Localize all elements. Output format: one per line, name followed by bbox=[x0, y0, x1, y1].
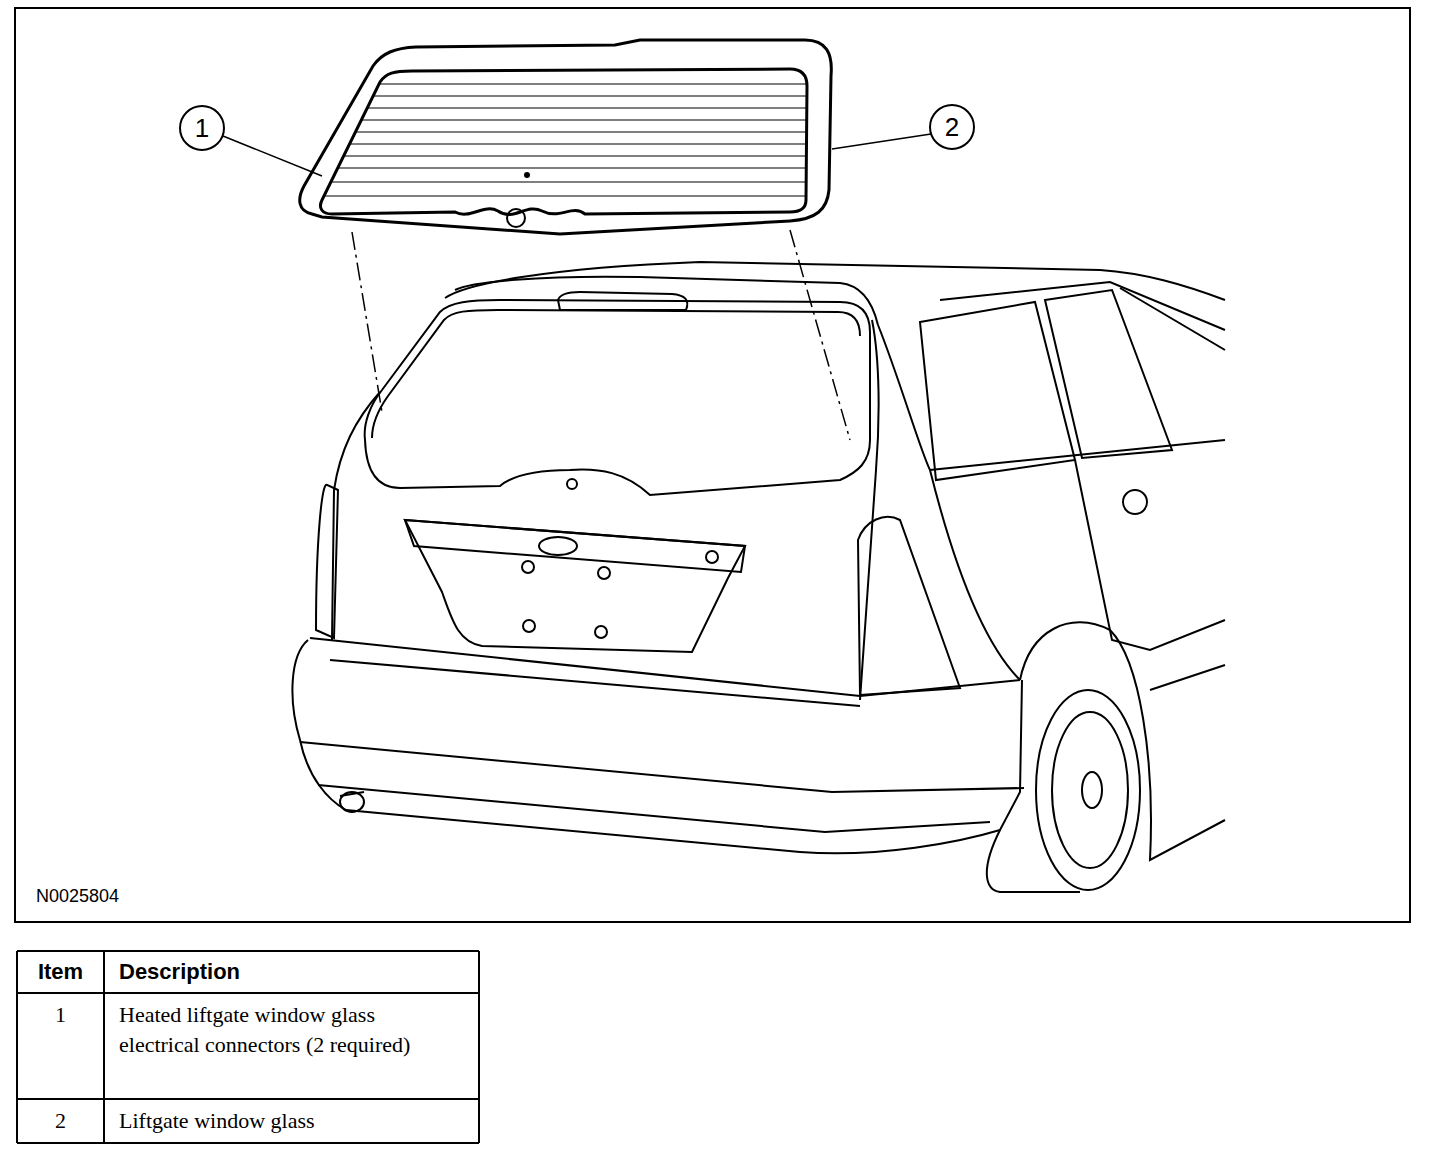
callout-circle bbox=[180, 106, 224, 150]
sensor-dot bbox=[524, 172, 530, 178]
screw bbox=[595, 626, 607, 638]
table-rule bbox=[17, 1098, 479, 1100]
callout-circle bbox=[930, 105, 974, 149]
wiper-hole bbox=[507, 209, 525, 227]
heater-line bbox=[300, 181, 820, 182]
bumper-line bbox=[318, 785, 990, 832]
heater-lines bbox=[300, 84, 820, 196]
tail-lamp bbox=[858, 517, 960, 695]
license-recess bbox=[405, 520, 745, 652]
window-glass bbox=[300, 40, 832, 234]
heated-grid-area bbox=[320, 69, 807, 215]
item-description: Liftgate window glass bbox=[119, 1106, 449, 1136]
figure-number: N0025804 bbox=[36, 885, 119, 907]
heater-line bbox=[300, 107, 820, 108]
roof-rail bbox=[940, 282, 1225, 330]
heater-line bbox=[300, 95, 820, 96]
tail-lamp bbox=[316, 485, 338, 638]
table-rule bbox=[17, 950, 479, 952]
bumper bbox=[292, 640, 1022, 853]
table-rule bbox=[16, 951, 18, 1143]
table-rule bbox=[478, 951, 480, 1143]
screw bbox=[706, 551, 718, 563]
wheel bbox=[1036, 690, 1140, 890]
leader-line bbox=[223, 136, 322, 176]
heater-line bbox=[300, 167, 820, 168]
callout-number: 2 bbox=[945, 112, 959, 142]
screw bbox=[523, 620, 535, 632]
table-header: Item bbox=[38, 958, 83, 986]
exhaust-pipe bbox=[340, 792, 364, 812]
item-description: Heated liftgate window glass electrical … bbox=[119, 1000, 449, 1060]
brake-lamp bbox=[558, 292, 687, 310]
install-line bbox=[352, 232, 382, 412]
vehicle bbox=[292, 262, 1225, 892]
table-rule bbox=[103, 951, 105, 1143]
heater-line bbox=[300, 131, 820, 132]
tire bbox=[987, 830, 1080, 892]
heater-line bbox=[300, 155, 820, 156]
door-line bbox=[1075, 460, 1225, 650]
callout-number: 1 bbox=[195, 113, 209, 143]
liftgate-opening bbox=[365, 300, 870, 495]
item-number: 2 bbox=[55, 1106, 66, 1136]
rim bbox=[1052, 712, 1128, 868]
liftgate-side bbox=[332, 392, 380, 640]
door-window bbox=[1045, 290, 1172, 458]
screw bbox=[598, 567, 610, 579]
heater-line bbox=[300, 195, 820, 196]
hub bbox=[1082, 772, 1102, 808]
heater-line bbox=[300, 143, 820, 144]
opening-flange bbox=[372, 310, 860, 438]
belt-line bbox=[930, 440, 1225, 470]
rocker-line bbox=[1150, 665, 1225, 690]
wheel-arch bbox=[1020, 622, 1225, 860]
window-frame bbox=[1120, 288, 1225, 350]
heater-line bbox=[300, 83, 820, 84]
bumper-line bbox=[300, 742, 1024, 792]
screw bbox=[522, 561, 534, 573]
heater-line bbox=[300, 119, 820, 120]
exhaust-pipe bbox=[340, 792, 364, 796]
table-rule bbox=[17, 1142, 479, 1144]
liftgate-side bbox=[860, 320, 879, 700]
install-line bbox=[790, 230, 850, 440]
emblem bbox=[539, 537, 577, 555]
table-rule bbox=[17, 992, 479, 994]
fuel-door bbox=[1123, 490, 1147, 514]
figure-frame bbox=[15, 8, 1410, 922]
table-header: Description bbox=[119, 958, 240, 986]
trim-bar bbox=[405, 520, 745, 572]
wiper-hole bbox=[567, 479, 577, 489]
item-number: 1 bbox=[55, 1000, 66, 1030]
d-pillar bbox=[878, 325, 1020, 680]
leader-line bbox=[832, 134, 931, 149]
bumper-line bbox=[330, 660, 860, 706]
